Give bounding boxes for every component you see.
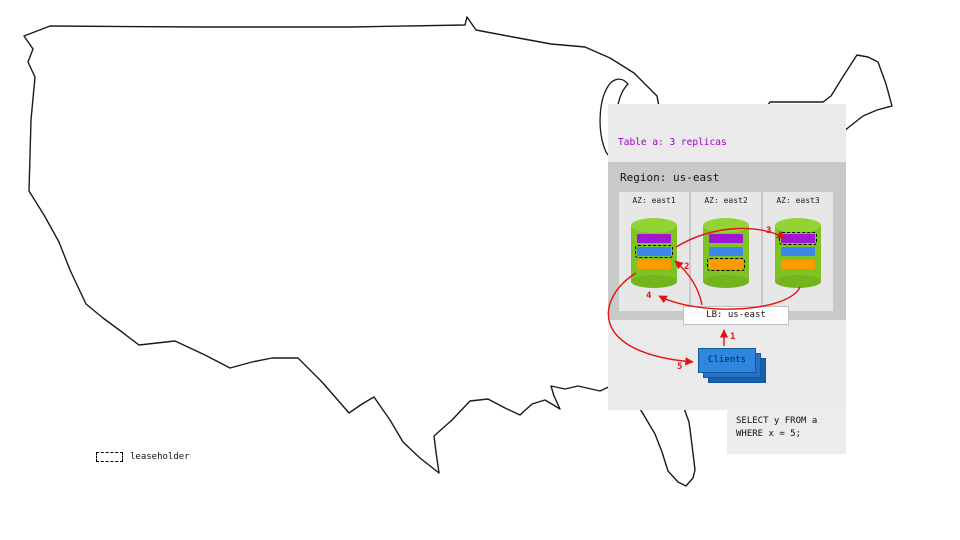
az-label-east3: AZ: east3 [776,196,820,205]
cylinder-top [631,218,677,233]
replica-table-b [637,260,671,269]
replica-table-a [637,234,671,243]
sql-line-2: WHERE x = 5; [736,429,802,439]
legend-table-a: Table a: 3 replicas [618,137,727,148]
node-cylinder-east3 [775,218,821,288]
replica-table-a-leaseholder [779,232,817,245]
az-box-east2: AZ: east2 [691,192,761,311]
az-label-east2: AZ: east2 [704,196,748,205]
clients-stack: Clients [698,348,766,384]
cylinder-bottom [703,275,749,288]
node-cylinder-east1 [631,218,677,288]
flow-step-2: 2 [684,262,690,272]
flow-step-4: 4 [646,291,652,301]
az-box-east1: AZ: east1 [619,192,689,311]
region-title: Region: us-east [620,171,720,184]
sql-line-1: SELECT y FROM a [736,416,818,426]
replica-index-a [781,247,815,256]
clients-label: Clients [698,348,756,373]
cylinder-top [775,218,821,233]
replica-index-a [709,247,743,256]
flow-step-5: 5 [677,362,683,372]
cylinder-bottom [631,275,677,288]
node-cylinder-east2 [703,218,749,288]
replica-table-b-leaseholder [707,258,745,271]
az-box-east3: AZ: east3 [763,192,833,311]
replica-index-a-leaseholder [635,245,673,258]
sql-query-box: SELECT y FROM a WHERE x = 5; [727,406,846,454]
replica-table-b [781,260,815,269]
az-label-east1: AZ: east1 [632,196,676,205]
flow-step-1: 1 [730,332,736,342]
leaseholder-key-label: leaseholder [130,452,190,462]
leaseholder-key-swatch [96,452,123,462]
load-balancer: LB: us-east [683,306,789,325]
cylinder-bottom [775,275,821,288]
flow-step-3: 3 [766,226,772,236]
cylinder-top [703,218,749,233]
replica-table-a [709,234,743,243]
